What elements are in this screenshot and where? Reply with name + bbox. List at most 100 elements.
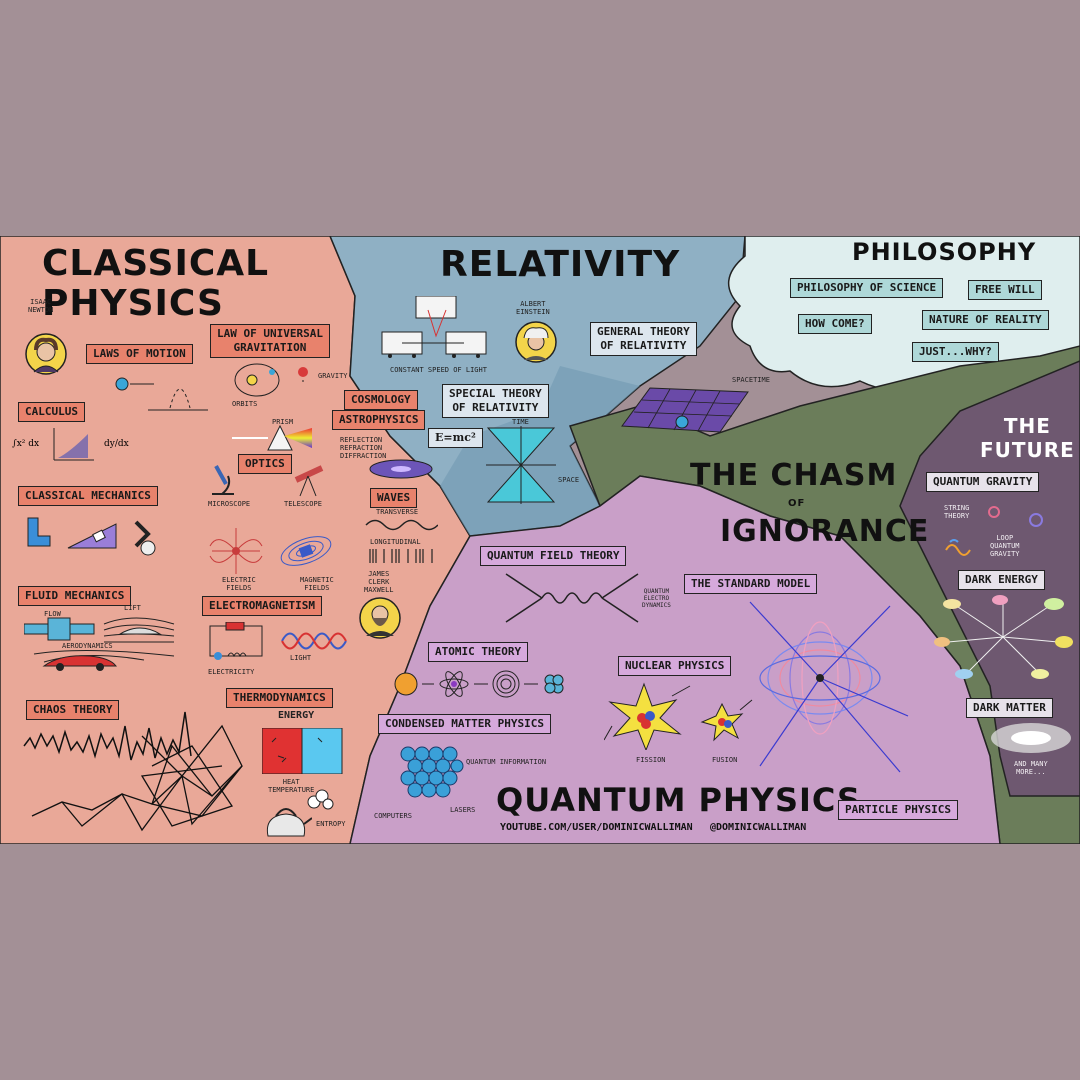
magnetic-field-icon [276,526,336,580]
loop-quantum-gravity-label: LOOP QUANTUM GRAVITY [990,534,1020,558]
atomic-models-icon [392,668,572,704]
emc2-box: E=mc² [428,428,483,448]
nuclear-physics-box: NUCLEAR PHYSICS [618,656,732,676]
condensed-matter-box: CONDENSED MATTER PHYSICS [378,714,551,734]
chaos-theory-box: CHAOS THEORY [26,700,120,720]
chaos-network-icon [22,706,252,840]
fluid-flow-icon [23,616,184,670]
special-relativity-box: SPECIAL THEORY OF RELATIVITY [442,384,549,418]
newton-label: ISAAC NEWTON [28,298,54,314]
dark-energy-box: DARK ENERGY [958,570,1045,590]
lattice-icon [400,746,464,808]
einstein-label: ALBERT EINSTEIN [516,300,550,316]
reflection-label: REFLECTION REFRACTION DIFFRACTION [340,436,387,460]
newton-portrait-icon [24,332,68,380]
fission-fusion-icon [603,680,754,754]
relativity-title: RELATIVITY [440,244,681,285]
light-cone-icon [486,426,556,508]
laws-of-motion-box: LAWS OF MOTION [86,344,193,364]
feynman-diagram-icon [502,570,642,630]
cosmology-box: COSMOLOGY [344,390,418,410]
flow-label: FLOW [44,610,61,618]
svg-text:∫x² dx: ∫x² dx [12,439,39,449]
qft-box: QUANTUM FIELD THEORY [480,546,627,566]
physics-map: CLASSICAL PHYSICS RELATIVITY PHILOSOPHY … [0,236,1080,844]
electricity-label: ELECTRICITY [208,668,255,676]
computers-label: COMPUTERS [374,812,412,820]
chasm-ignorance: IGNORANCE [720,514,930,549]
maxwell-portrait-icon [358,596,402,644]
heat-label: HEAT TEMPERATURE [268,778,315,794]
energy-label: ENERGY [278,710,315,721]
particle-collision-icon [740,596,910,780]
relativity-inner [440,366,640,536]
calculus-box: CALCULUS [18,402,85,422]
chasm-of: OF [788,498,806,509]
standard-model-box: THE STANDARD MODEL [684,574,818,594]
galaxy-icon [368,458,434,484]
microscope-icon [208,462,238,500]
qed-label: QUANTUM ELECTRO DYNAMICS [642,588,671,609]
string-theory-label: STRING THEORY [944,504,970,520]
fusion-label: FUSION [712,756,738,764]
motion-diagram-icon [108,370,218,418]
thermodynamics-box: THERMODYNAMICS [226,688,333,708]
quantum-information-label: QUANTUM INFORMATION [466,758,547,766]
telescope-label: TELESCOPE [284,500,322,508]
constant-speed-label: CONSTANT SPEED OF LIGHT [390,366,487,374]
quantum-gravity-box: QUANTUM GRAVITY [926,472,1040,492]
quantum-title: QUANTUM PHYSICS [496,781,862,819]
just-why-box: JUST...WHY? [912,342,999,362]
atomic-theory-box: ATOMIC THEORY [428,642,529,662]
orbits-label: ORBITS [232,400,258,408]
youtube-credit: YOUTUBE.COM/USER/DOMINICWALLIMAN [500,822,693,833]
calculus-graph-icon: ∫x² dx dy/dx [10,424,130,468]
electric-fields-label: ELECTRIC FIELDS [222,576,256,592]
nature-of-reality-box: NATURE OF REALITY [922,310,1049,330]
lasers-label: LASERS [450,806,476,814]
and-many-more-label: AND MANY MORE... [1014,760,1048,776]
energy-boxes-icon [261,727,344,778]
string-loops-icon [940,502,1060,564]
fission-label: FISSION [636,756,666,764]
electromagnetism-box: ELECTROMAGNETISM [202,596,322,616]
classical-mechanics-box: CLASSICAL MECHANICS [18,486,158,506]
longitudinal-wave-icon [368,548,438,567]
chasm-title: THE CHASM [690,458,898,493]
einstein-portrait-icon [514,320,558,368]
lift-label: LIFT [124,604,141,612]
spacetime-label: SPACETIME [732,376,770,384]
how-come-box: HOW COME? [798,314,872,334]
aerodynamics-label: AERODYNAMICS [62,642,113,650]
optics-box: OPTICS [238,454,292,474]
circuit-icon [206,621,266,666]
gravity-label: GRAVITY [318,372,348,380]
microscope-label: MICROSCOPE [208,500,251,508]
future-title: THE FUTURE [980,414,1075,462]
general-relativity-box: GENERAL THEORY OF RELATIVITY [590,322,697,356]
svg-text:dy/dx: dy/dx [104,439,129,449]
magnetic-fields-label: MAGNETIC FIELDS [300,576,334,592]
fluid-mechanics-box: FLUID MECHANICS [18,586,132,606]
kettle-icon [262,802,313,842]
apple-icon [296,364,310,388]
mechanics-shapes-icon [24,514,174,564]
car-icon [40,650,120,676]
dark-matter-box: DARK MATTER [966,698,1053,718]
light-clock-icon [380,295,490,364]
orbit-icon [232,360,282,404]
maxwell-label: JAMES CLERK MAXWELL [364,570,394,594]
waves-box: WAVES [370,488,418,508]
classical-title: CLASSICAL PHYSICS [42,243,270,324]
handle-credit: @DOMINICWALLIMAN [710,822,807,833]
transverse-wave-icon [364,516,439,538]
prism-icon [232,422,312,456]
spacetime-grid-icon [620,386,750,440]
expanding-galaxies-icon [928,592,1078,686]
philosophy-title: PHILOSOPHY [852,238,1037,266]
light-wave-icon [280,628,356,658]
light-label: LIGHT [290,654,312,662]
steam-icon [304,788,334,816]
time-label: TIME [512,418,529,426]
free-will-box: FREE WILL [968,280,1042,300]
